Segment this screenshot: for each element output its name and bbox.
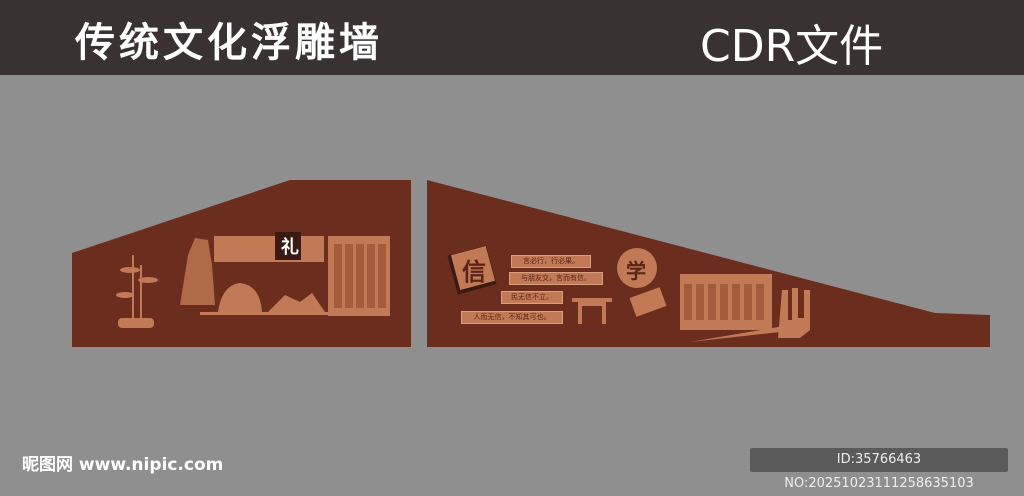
confucius-figure	[180, 238, 215, 305]
file-type-label: CDR文件	[700, 21, 884, 72]
bamboo-relief	[116, 255, 158, 328]
ding-vessel-icon	[572, 298, 612, 324]
quote-plaque: 人而无信，不知其可也。	[461, 311, 563, 324]
quote-plaque: 言必行，行必果。	[511, 255, 591, 268]
book-scroll	[629, 287, 667, 317]
header-bar: 传统文化浮雕墙 CDR文件	[0, 0, 1024, 75]
xue-medallion	[617, 248, 657, 288]
mountain-relief	[268, 293, 325, 312]
xue-character: 学	[626, 259, 646, 283]
image-id-label: ID:35766463 NO:20251023111258635103	[750, 448, 1008, 491]
quote-plaque: 与朋友交，言而有信。	[509, 272, 603, 285]
xin-tile	[450, 245, 496, 291]
title: 传统文化浮雕墙	[75, 19, 383, 66]
left-wall	[72, 180, 411, 347]
scroll	[214, 236, 324, 262]
leaf-relief	[218, 283, 262, 312]
li-badge	[275, 232, 301, 260]
watermark: 昵图网 www.nipic.com	[22, 455, 224, 475]
books-relief	[778, 288, 810, 338]
li-character: 礼	[281, 237, 299, 258]
xin-character: 信	[462, 257, 486, 286]
brush-stroke	[690, 325, 790, 342]
quote-plaque: 民无信不立。	[501, 291, 563, 304]
right-wall	[427, 180, 990, 347]
